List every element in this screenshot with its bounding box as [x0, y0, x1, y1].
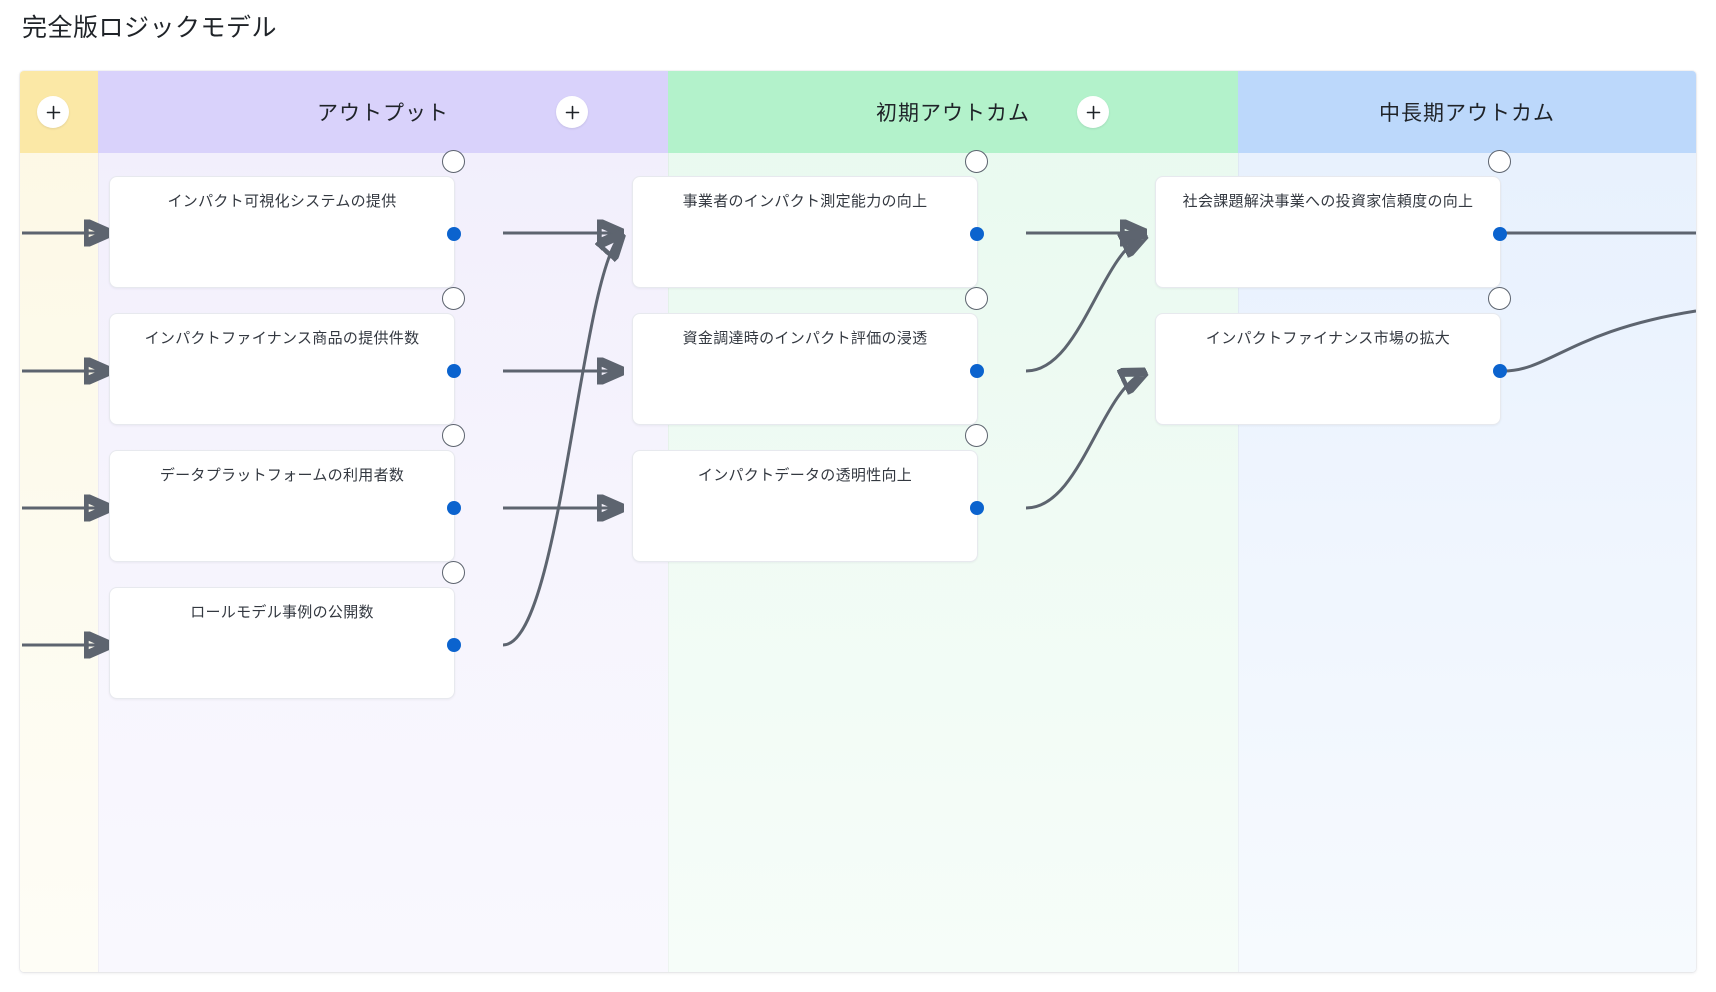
- target-handle[interactable]: [1488, 150, 1511, 173]
- target-handle[interactable]: [442, 287, 465, 310]
- node-output-1[interactable]: インパクト可視化システムの提供: [109, 150, 465, 288]
- plus-icon: [565, 105, 579, 119]
- node-initial-outcome-1-label: 事業者のインパクト測定能力の向上: [682, 193, 928, 210]
- add-column-inputs-button[interactable]: [37, 96, 69, 128]
- column-longterm-outcome-header: 中長期アウトカム: [1238, 71, 1696, 153]
- source-handle[interactable]: [447, 364, 461, 378]
- target-handle[interactable]: [965, 287, 988, 310]
- node-output-3[interactable]: データプラットフォームの利用者数: [109, 424, 465, 562]
- source-handle[interactable]: [447, 227, 461, 241]
- node-output-1-label: インパクト可視化システムの提供: [167, 193, 397, 210]
- target-handle[interactable]: [965, 150, 988, 173]
- source-handle[interactable]: [1493, 227, 1507, 241]
- target-handle[interactable]: [442, 150, 465, 173]
- node-output-3-label: データプラットフォームの利用者数: [159, 467, 405, 484]
- column-inputs-body: [20, 71, 98, 972]
- target-handle[interactable]: [965, 424, 988, 447]
- add-column-initial-outcome-button[interactable]: [1077, 96, 1109, 128]
- node-longterm-outcome-1-label: 社会課題解決事業への投資家信頼度の向上: [1182, 193, 1474, 210]
- column-initial-outcome-header: 初期アウトカム: [668, 71, 1238, 153]
- column-divider-1: [98, 153, 99, 972]
- column-longterm-outcome-title: 中長期アウトカム: [1379, 102, 1555, 125]
- source-handle[interactable]: [970, 364, 984, 378]
- target-handle[interactable]: [442, 424, 465, 447]
- source-handle[interactable]: [447, 501, 461, 515]
- plus-icon: [1086, 105, 1100, 119]
- plus-icon: [46, 105, 60, 119]
- target-handle[interactable]: [442, 561, 465, 584]
- add-column-output-button[interactable]: [556, 96, 588, 128]
- node-initial-outcome-3-label: インパクトデータの透明性向上: [697, 467, 913, 484]
- source-handle[interactable]: [1493, 364, 1507, 378]
- column-inputs: [20, 71, 98, 972]
- node-output-4[interactable]: ロールモデル事例の公開数: [109, 561, 465, 699]
- node-output-2[interactable]: インパクトファイナンス商品の提供件数: [109, 287, 465, 425]
- target-handle[interactable]: [1488, 287, 1511, 310]
- node-output-4-label: ロールモデル事例の公開数: [190, 604, 374, 621]
- node-initial-outcome-2[interactable]: 資金調達時のインパクト評価の浸透: [632, 287, 988, 425]
- node-longterm-outcome-2-label: インパクトファイナンス市場の拡大: [1205, 330, 1451, 347]
- source-handle[interactable]: [970, 227, 984, 241]
- source-handle[interactable]: [970, 501, 984, 515]
- logic-model-canvas[interactable]: アウトプット 初期アウトカム 中長期アウトカム: [20, 71, 1696, 972]
- node-initial-outcome-3[interactable]: インパクトデータの透明性向上: [632, 424, 988, 562]
- column-output-title: アウトプット: [317, 102, 449, 125]
- node-initial-outcome-2-label: 資金調達時のインパクト評価の浸透: [682, 330, 928, 347]
- node-longterm-outcome-1[interactable]: 社会課題解決事業への投資家信頼度の向上: [1155, 150, 1511, 288]
- node-longterm-outcome-2[interactable]: インパクトファイナンス市場の拡大: [1155, 287, 1511, 425]
- node-initial-outcome-1[interactable]: 事業者のインパクト測定能力の向上: [632, 150, 988, 288]
- node-output-2-label: インパクトファイナンス商品の提供件数: [144, 330, 420, 347]
- column-initial-outcome-title: 初期アウトカム: [876, 102, 1030, 125]
- page-title: 完全版ロジックモデル: [22, 14, 278, 42]
- source-handle[interactable]: [447, 638, 461, 652]
